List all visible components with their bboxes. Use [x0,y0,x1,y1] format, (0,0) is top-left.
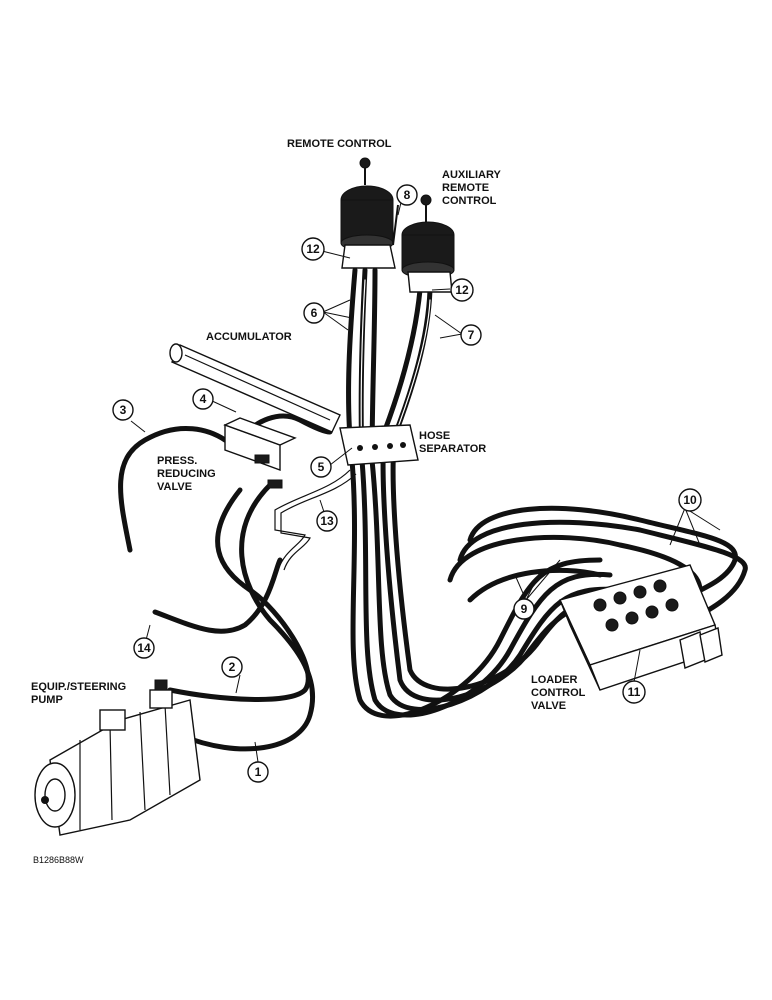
svg-text:6: 6 [311,306,318,320]
svg-text:CONTROL: CONTROL [442,195,497,207]
svg-text:AUXILIARY: AUXILIARY [442,169,502,181]
svg-text:PUMP: PUMP [31,694,63,706]
svg-text:10: 10 [683,493,697,507]
callout-7: 7 [460,324,482,346]
svg-text:LOADER: LOADER [531,674,578,686]
leader-lines [130,193,721,763]
callout-3: 3 [112,399,134,421]
svg-text:PRESS.: PRESS. [157,455,197,467]
callout-11: 11 [622,680,646,704]
auxiliary-remote-control [401,194,455,293]
label-loader-control-valve: LOADER CONTROL VALVE [531,674,586,712]
callout-1: 1 [247,761,269,783]
label-press-reducing-valve: PRESS. REDUCING VALVE [157,455,216,493]
label-remote-control: REMOTE CONTROL [287,138,392,150]
svg-text:14: 14 [137,641,151,655]
svg-text:4: 4 [200,392,207,406]
pressure-reducing-valve [223,417,297,489]
callout-12-right: 12 [450,278,474,302]
svg-text:5: 5 [318,460,325,474]
hose-bundle [346,267,748,719]
equip-steering-pump [34,679,201,836]
svg-text:8: 8 [404,188,411,202]
hose-separator [339,424,419,466]
callout-8: 8 [396,184,418,206]
callout-6: 6 [303,302,325,324]
callout-10: 10 [678,488,702,512]
drawing-code: B1286B88W [33,855,84,865]
callout-13: 13 [316,510,338,532]
loader-control-valve [559,564,723,691]
callout-12-top: 12 [301,237,325,261]
callout-5: 5 [310,456,332,478]
remote-control [340,157,396,269]
svg-text:9: 9 [521,602,528,616]
svg-text:VALVE: VALVE [157,481,192,493]
svg-text:12: 12 [306,242,320,256]
svg-text:HOSE: HOSE [419,430,450,442]
svg-text:REMOTE: REMOTE [442,182,489,194]
label-accumulator: ACCUMULATOR [206,331,292,343]
label-hose-separator: HOSE SEPARATOR [419,430,486,455]
callout-2: 2 [221,656,243,678]
accumulator [169,343,341,433]
svg-text:3: 3 [120,403,127,417]
svg-text:11: 11 [628,685,641,699]
svg-text:REDUCING: REDUCING [157,468,216,480]
callout-14: 14 [133,637,155,659]
svg-text:2: 2 [229,660,236,674]
svg-text:13: 13 [320,514,334,528]
callouts: 1 2 3 4 5 6 7 8 9 10 11 12 12 13 14 [112,184,702,783]
callout-4: 4 [192,388,214,410]
svg-text:SEPARATOR: SEPARATOR [419,443,486,455]
label-auxiliary-remote-control: AUXILIARY REMOTE CONTROL [442,169,502,207]
svg-text:VALVE: VALVE [531,700,566,712]
svg-text:1: 1 [255,765,262,779]
svg-text:CONTROL: CONTROL [531,687,586,699]
label-equip-steering-pump: EQUIP./STEERING PUMP [31,681,126,706]
supply-hoses [118,413,333,752]
svg-text:EQUIP./STEERING: EQUIP./STEERING [31,681,126,693]
steel-line [274,469,351,571]
svg-text:12: 12 [455,283,469,297]
svg-text:7: 7 [468,328,475,342]
handle-lever [392,204,399,246]
callout-9: 9 [513,598,535,620]
